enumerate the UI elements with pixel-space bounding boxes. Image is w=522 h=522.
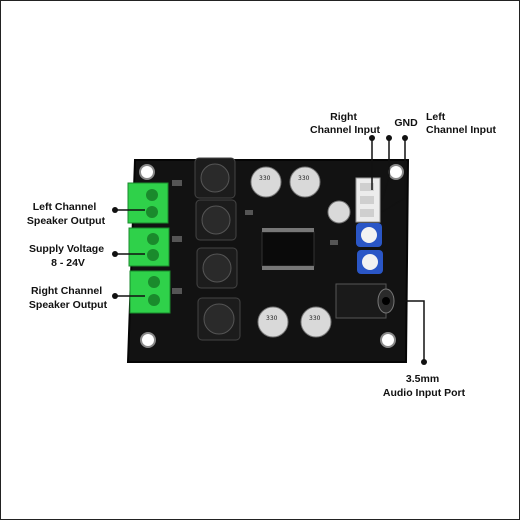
inductor <box>194 157 236 199</box>
label-audio-input-port: 3.5mm Audio Input Port <box>383 373 466 399</box>
amplifier-ic <box>261 228 315 270</box>
svg-text:330: 330 <box>259 175 271 182</box>
label-right-channel-speaker-output: Right Channel Speaker Output <box>29 285 108 311</box>
svg-text:330: 330 <box>266 315 278 322</box>
potentiometer <box>357 250 383 274</box>
label-supply-voltage: Supply Voltage 8 - 24V <box>29 243 107 269</box>
label-right-channel-input: Right Channel Input <box>310 111 380 136</box>
capacitor: 330 <box>250 166 282 198</box>
capacitor <box>327 200 351 224</box>
mounting-hole <box>139 164 155 180</box>
mounting-hole <box>140 332 156 348</box>
capacitor: 330 <box>257 306 289 338</box>
terminal-block-supply <box>128 227 170 267</box>
inductor <box>195 199 237 241</box>
inductor <box>197 297 241 341</box>
label-gnd: GND <box>394 117 418 129</box>
svg-text:330: 330 <box>298 175 310 182</box>
input-connector <box>355 177 381 223</box>
mounting-hole <box>388 164 404 180</box>
svg-text:330: 330 <box>309 315 321 322</box>
audio-jack <box>335 283 395 319</box>
terminal-block-right-speaker <box>129 270 171 314</box>
leader-lines <box>115 138 425 362</box>
smd-component <box>172 236 182 242</box>
leader-dots <box>112 135 427 365</box>
capacitor: 330 <box>289 166 321 198</box>
leader-audio-port <box>398 300 425 362</box>
smd-component <box>172 288 182 294</box>
smd-component <box>172 180 182 186</box>
terminal-block-left-speaker <box>127 182 169 224</box>
capacitor: 330 <box>300 306 332 338</box>
leader-left-input <box>381 138 406 213</box>
label-left-channel-input: Left Channel Input <box>426 111 496 136</box>
leader-gnd <box>381 138 390 201</box>
potentiometer <box>356 223 382 247</box>
inductor <box>196 247 238 289</box>
smd-component <box>245 210 253 215</box>
smd-component <box>330 240 338 245</box>
mounting-hole <box>380 332 396 348</box>
label-left-channel-speaker-output: Left Channel Speaker Output <box>27 201 106 227</box>
